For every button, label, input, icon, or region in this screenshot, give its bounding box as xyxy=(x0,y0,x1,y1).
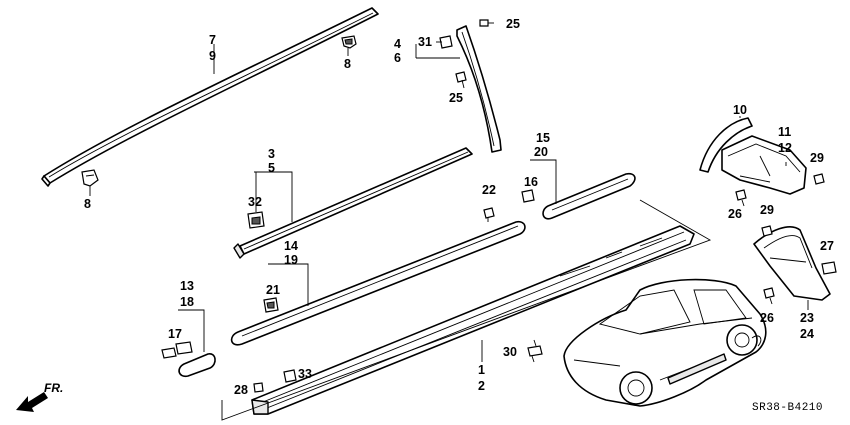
screw-25-mid xyxy=(455,71,467,89)
label-19: 19 xyxy=(284,253,298,267)
side-molding-door xyxy=(230,220,526,346)
direction-label: FR. xyxy=(44,381,63,395)
label-17: 17 xyxy=(168,327,182,341)
label-33: 33 xyxy=(298,367,312,381)
label-9: 9 xyxy=(209,49,216,63)
diagram-code: SR38-B4210 xyxy=(752,402,823,414)
clip-8-top xyxy=(341,35,357,49)
label-30: 30 xyxy=(503,345,517,359)
leader-15-20 xyxy=(530,159,557,204)
label-21: 21 xyxy=(266,283,280,297)
label-4: 4 xyxy=(394,37,401,51)
label-12: 12 xyxy=(778,141,792,155)
clip-29-a xyxy=(813,173,825,185)
label-18: 18 xyxy=(180,295,194,309)
screw-26-b xyxy=(763,287,775,305)
mudguard xyxy=(753,226,831,301)
fender-flare xyxy=(699,117,753,173)
label-10: 10 xyxy=(733,103,747,117)
label-20: 20 xyxy=(534,145,548,159)
label-8-bottom: 8 xyxy=(84,197,91,211)
side-molding-rear xyxy=(542,172,636,220)
label-6: 6 xyxy=(394,51,401,65)
label-27: 27 xyxy=(820,239,834,253)
clip-16 xyxy=(521,189,535,203)
label-13: 13 xyxy=(180,279,194,293)
label-24: 24 xyxy=(800,327,814,341)
label-23: 23 xyxy=(800,311,814,325)
screw-25-top xyxy=(479,19,494,27)
label-16: 16 xyxy=(524,175,538,189)
label-26-a: 26 xyxy=(728,207,742,221)
label-8-top: 8 xyxy=(344,57,351,71)
label-29-b: 29 xyxy=(760,203,774,217)
label-14: 14 xyxy=(284,239,298,253)
car-silhouette xyxy=(563,278,767,407)
label-2: 2 xyxy=(478,379,485,393)
clip-30 xyxy=(527,339,543,363)
door-molding-front xyxy=(233,147,473,259)
clip-21 xyxy=(263,297,279,313)
side-sill-garnish xyxy=(251,225,695,415)
screw-26-a xyxy=(735,189,747,207)
clip-33 xyxy=(283,369,297,383)
roof-molding xyxy=(41,7,379,187)
clip-28 xyxy=(253,382,264,393)
splash-guard-upper xyxy=(721,135,807,195)
clip-17 xyxy=(161,341,193,359)
clip-32 xyxy=(247,211,265,229)
label-32: 32 xyxy=(248,195,262,209)
label-7: 7 xyxy=(209,33,216,47)
reference-numbers: 7 9 8 8 4 6 31 25 25 3 5 32 15 20 16 22 … xyxy=(84,17,834,397)
clip-27 xyxy=(821,261,837,275)
clip-22 xyxy=(483,207,495,222)
leader-14-19 xyxy=(268,263,309,306)
label-28: 28 xyxy=(234,383,248,397)
label-25-top: 25 xyxy=(506,17,520,31)
label-29-a: 29 xyxy=(810,151,824,165)
label-22: 22 xyxy=(482,183,496,197)
leader-13-18 xyxy=(178,309,205,352)
clip-8-bottom xyxy=(81,169,99,187)
front-direction-arrow-icon xyxy=(16,392,48,412)
frame-sill xyxy=(221,199,712,421)
leader-3-5 xyxy=(254,171,293,222)
label-26-b: 26 xyxy=(760,311,774,325)
label-11: 11 xyxy=(778,125,791,139)
clip-29-b xyxy=(761,225,773,237)
clip-31 xyxy=(439,35,453,49)
label-3: 3 xyxy=(268,147,275,161)
label-31: 31 xyxy=(418,35,432,49)
label-15: 15 xyxy=(536,131,550,145)
label-25-mid: 25 xyxy=(449,91,463,105)
label-1: 1 xyxy=(478,363,485,377)
label-5: 5 xyxy=(268,161,275,175)
front-end-garnish xyxy=(178,353,216,378)
pillar-garnish xyxy=(456,25,502,153)
